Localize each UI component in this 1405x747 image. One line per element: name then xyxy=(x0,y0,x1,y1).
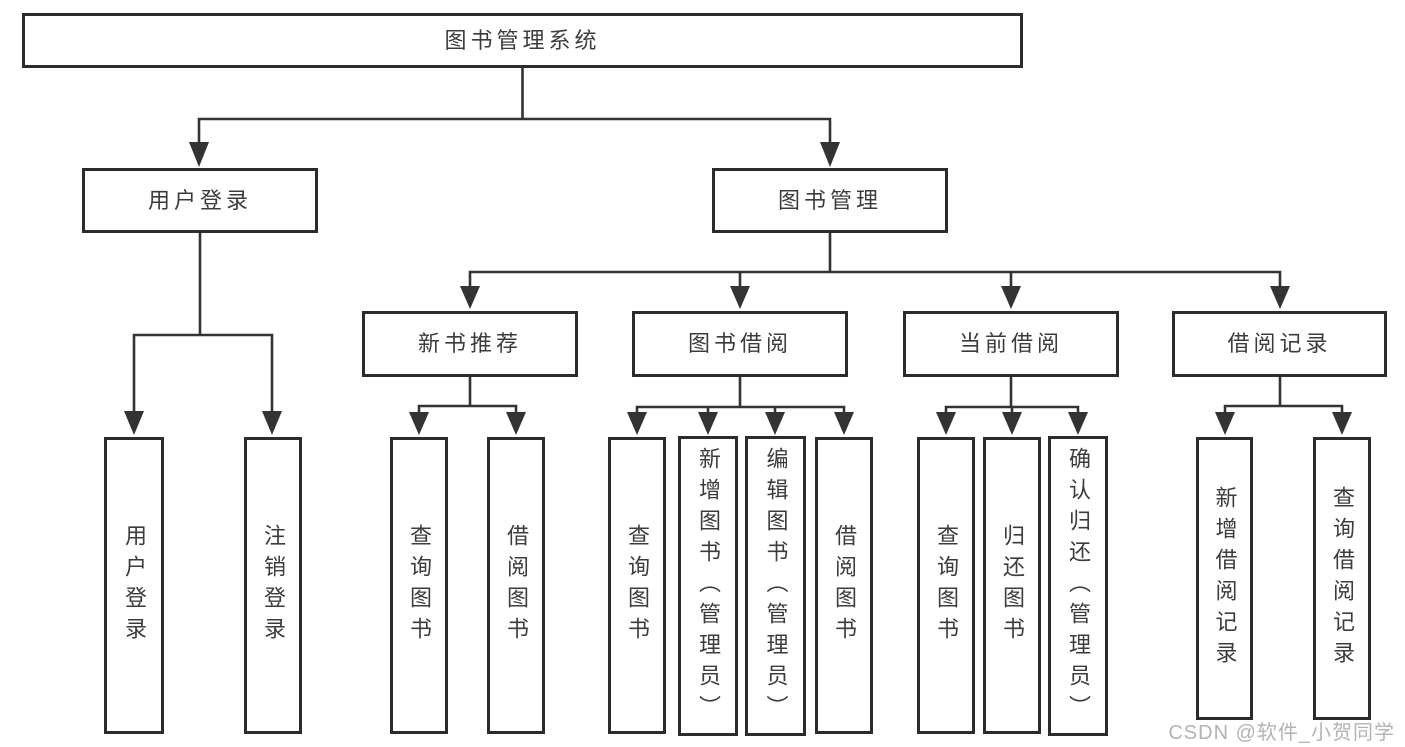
node-label: 图书管理系统 xyxy=(444,27,601,53)
node-user-login: 用户登录 xyxy=(82,168,318,233)
edge-current-borrow-to-leaves xyxy=(944,377,1080,412)
node-label: 用户登录 xyxy=(122,523,147,648)
leaf-borrow-books-recommend: 借阅图书 xyxy=(487,437,545,734)
node-label: 图书借阅 xyxy=(687,331,792,356)
leaf-borrow-books: 借阅图书 xyxy=(815,437,873,734)
leaf-query-books-recommend: 查询图书 xyxy=(390,437,448,734)
edge-new-book-recommend-to-leaves xyxy=(417,377,518,412)
leaf-logout: 注销登录 xyxy=(244,437,302,734)
arrow-down-icon xyxy=(506,412,526,435)
arrow-down-icon xyxy=(820,142,840,167)
node-label: 查询借阅记录 xyxy=(1330,485,1355,672)
node-label: 注销登录 xyxy=(261,523,286,648)
arrow-down-icon xyxy=(1215,412,1235,435)
node-new-book-recommend: 新书推荐 xyxy=(362,311,578,377)
arrow-down-icon xyxy=(936,412,956,435)
arrow-down-icon xyxy=(409,412,429,435)
leaf-add-borrow-record: 新增借阅记录 xyxy=(1196,437,1253,720)
edge-root-to-level2 xyxy=(197,68,832,142)
node-label: 新书推荐 xyxy=(417,331,522,356)
node-current-borrow: 当前借阅 xyxy=(903,311,1119,377)
node-label: 借阅记录 xyxy=(1227,331,1332,356)
leaf-user-login: 用户登录 xyxy=(104,437,164,734)
csdn-watermark: CSDN @软件_小贺同学 xyxy=(1168,722,1395,744)
edge-user-login-to-leaves xyxy=(132,233,274,411)
arrow-down-icon xyxy=(834,412,854,435)
node-book-borrow: 图书借阅 xyxy=(632,311,848,377)
connector-edges xyxy=(132,68,1344,412)
edge-book-borrow-to-leaves xyxy=(635,377,846,412)
node-label: 查询图书 xyxy=(625,523,650,648)
node-label: 查询图书 xyxy=(407,523,432,648)
node-library-management-system: 图书管理系统 xyxy=(22,13,1023,68)
arrow-down-icon xyxy=(1001,286,1021,309)
edge-book-management-to-level3 xyxy=(468,233,1282,286)
node-borrow-records: 借阅记录 xyxy=(1172,311,1387,377)
arrowheads xyxy=(124,142,1352,435)
edge-borrow-records-to-leaves xyxy=(1223,377,1344,412)
arrow-down-icon xyxy=(460,286,480,309)
node-label: 用户登录 xyxy=(147,187,252,213)
node-label: 编辑图书（管理员） xyxy=(763,446,789,726)
node-label: 当前借阅 xyxy=(958,331,1063,356)
leaf-query-books-borrow: 查询图书 xyxy=(608,437,666,734)
leaf-query-borrow-record: 查询借阅记录 xyxy=(1313,437,1371,720)
node-label: 借阅图书 xyxy=(504,523,529,648)
node-label: 借阅图书 xyxy=(832,523,857,648)
arrow-down-icon xyxy=(1002,412,1022,435)
arrow-down-icon xyxy=(262,411,282,435)
arrow-down-icon xyxy=(124,411,144,435)
node-book-management: 图书管理 xyxy=(712,168,948,233)
leaf-query-books-current: 查询图书 xyxy=(917,437,975,734)
node-label: 图书管理 xyxy=(777,187,882,213)
node-label: 新增借阅记录 xyxy=(1212,485,1238,672)
leaf-return-book: 归还图书 xyxy=(983,437,1041,734)
arrow-down-icon xyxy=(1270,286,1290,309)
node-label: 归还图书 xyxy=(1000,523,1025,648)
arrow-down-icon xyxy=(189,142,209,167)
node-label: 确认归还（管理员） xyxy=(1066,446,1091,726)
arrow-down-icon xyxy=(1068,412,1088,435)
leaf-edit-book-admin: 编辑图书（管理员） xyxy=(745,436,806,736)
node-label: 查询图书 xyxy=(934,523,959,648)
arrow-down-icon xyxy=(730,286,750,309)
arrow-down-icon xyxy=(1332,412,1352,435)
arrow-down-icon xyxy=(765,412,785,435)
leaf-add-book-admin: 新增图书（管理员） xyxy=(678,436,738,736)
node-label: 新增图书（管理员） xyxy=(696,446,721,726)
arrow-down-icon xyxy=(698,412,718,435)
arrow-down-icon xyxy=(627,412,647,435)
leaf-confirm-return-admin: 确认归还（管理员） xyxy=(1048,436,1108,736)
